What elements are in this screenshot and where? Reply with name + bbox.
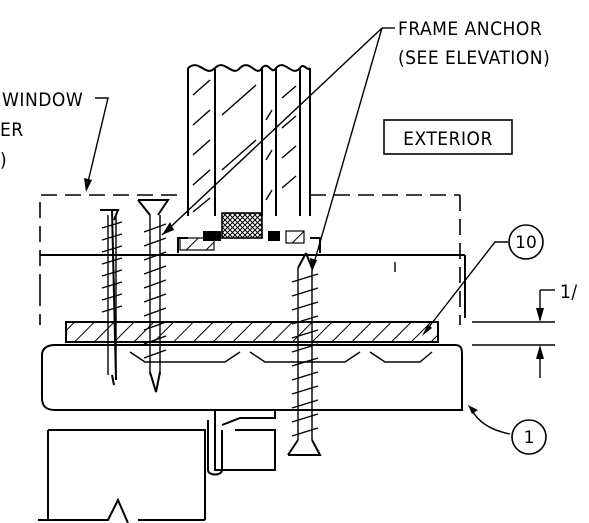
callout-1-number: 1 xyxy=(524,428,535,448)
frame-anchor-label-line2: (SEE ELEVATION) xyxy=(398,47,550,69)
frame-anchor-label-line1: FRAME ANCHOR xyxy=(398,18,542,40)
sill-plate xyxy=(40,254,466,318)
window-label-line3: ) xyxy=(0,149,7,171)
dimension-label: 1/ xyxy=(560,281,578,303)
window-label-line1: WINDOW xyxy=(2,89,83,111)
window-frame-outline xyxy=(39,194,461,325)
rough-sill xyxy=(38,344,463,523)
screw-right xyxy=(287,252,322,456)
dimension-marks xyxy=(472,289,555,378)
window-label-line2: ER xyxy=(0,119,24,141)
screw-left xyxy=(100,209,123,386)
exterior-label-box xyxy=(383,119,513,155)
screw-center xyxy=(137,199,170,393)
callout-10-number: 10 xyxy=(515,233,537,253)
exterior-label: EXTERIOR xyxy=(403,128,493,150)
leader-lines xyxy=(84,27,511,435)
glazing-unit xyxy=(177,64,321,253)
callout-1: 1 xyxy=(511,419,547,455)
callout-10: 10 xyxy=(508,224,544,260)
shim-strip xyxy=(65,321,439,343)
